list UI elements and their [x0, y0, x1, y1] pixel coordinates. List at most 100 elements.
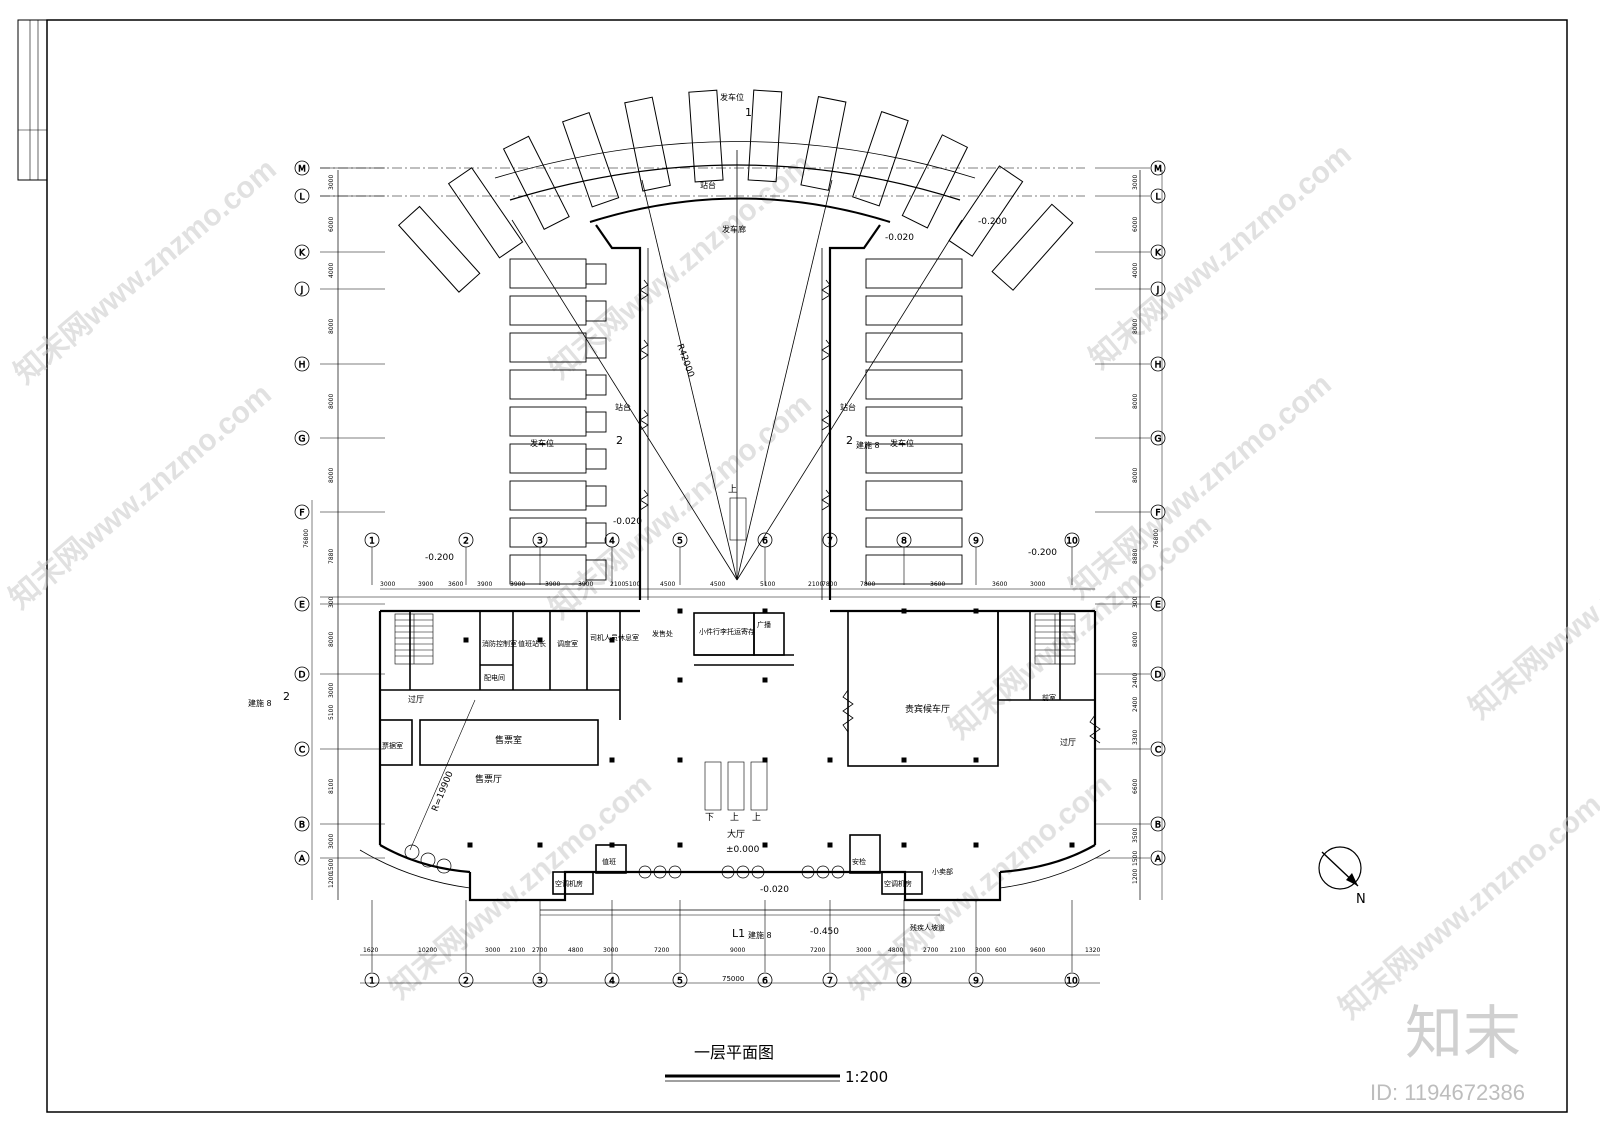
row-axis-bubble — [294, 850, 310, 866]
row-dimension: 1200 — [328, 873, 335, 888]
row-dimension: 8000 — [328, 319, 335, 334]
row-dimension: 300 — [328, 596, 335, 608]
column-marker — [537, 842, 543, 848]
bus-bays-left — [509, 258, 607, 585]
bottom-total-dimension: 75000 — [722, 975, 744, 983]
bus-bay-slot — [991, 203, 1074, 291]
bus-bay-slot — [800, 96, 847, 191]
watermark-text: 知末网www.znzmo.com — [943, 508, 1217, 746]
bus-bay-slot — [585, 263, 607, 285]
curved-platform-edge — [509, 164, 961, 201]
bus-bay-slot — [509, 258, 587, 289]
level-m20-front: -0.020 — [760, 885, 789, 895]
curved-inner-wall — [589, 197, 891, 223]
room-label-driver-rest: 司机人员休息室 — [590, 633, 639, 642]
room-label-hvac-right: 空调机房 — [884, 879, 912, 888]
column-axis-bubble — [458, 532, 474, 548]
bus-bay-slot — [585, 522, 607, 544]
curved-bus-bays — [398, 89, 1074, 293]
bus-bay-slot — [901, 134, 969, 229]
row-axis-label: A — [1155, 855, 1162, 865]
watermark-text: 知末网www.znzmo.com — [383, 768, 657, 1006]
row-axis-bubble — [1150, 356, 1166, 372]
stair-up-label-3: 上 — [752, 812, 761, 823]
column-dimension: 3000 — [856, 947, 871, 954]
bus-bay-slot — [585, 485, 607, 507]
row-dimension: 2400 — [1132, 697, 1139, 712]
column-dimension: 7800 — [822, 581, 837, 588]
row-axis-label: J — [1156, 286, 1160, 296]
entry-doors — [404, 844, 845, 879]
column-axis-label: 9 — [973, 977, 979, 987]
row-dimension: 6000 — [1132, 217, 1139, 232]
row-dimension: 8000 — [1132, 468, 1139, 483]
row-axis-label: G — [1155, 435, 1162, 445]
row-axis-label: L — [299, 193, 304, 203]
stairs-right — [1034, 613, 1076, 665]
bus-bay-slot — [585, 559, 607, 581]
column-axis-bubble — [1064, 532, 1080, 548]
column-dimension: 2700 — [532, 947, 547, 954]
row-axis-label: M — [298, 165, 306, 175]
column-dimension: 3000 — [380, 581, 395, 588]
column-axis-label: 1 — [369, 977, 375, 987]
room-label-bus-bay-right: 发车位 — [890, 438, 914, 448]
column-marker — [827, 842, 833, 848]
row-axis-label: D — [299, 671, 306, 681]
row-axis-bubble — [294, 504, 310, 520]
stair-up-label: 上 — [728, 484, 737, 495]
room-label-concourse: 大厅 — [727, 828, 745, 840]
row-axis-bubble — [294, 160, 310, 176]
row-dimension: 8000 — [328, 632, 335, 647]
column-axis-bubble — [364, 972, 380, 988]
column-dimension: 3000 — [975, 947, 990, 954]
bus-bay-slot — [561, 112, 620, 208]
row-axis-label: F — [1155, 509, 1160, 519]
column-dimension: 4500 — [710, 581, 725, 588]
row-axis-label: C — [299, 746, 305, 756]
column-axis-label: 9 — [973, 537, 979, 547]
bus-bay-slot — [502, 135, 570, 230]
row-axis-bubble — [294, 741, 310, 757]
row-dimension: 8000 — [1132, 394, 1139, 409]
row-dimension: 3000 — [328, 683, 335, 698]
room-label-hvac-left: 空调机房 — [555, 879, 583, 888]
column-axis-label: 6 — [762, 537, 768, 547]
column-dimension: 2100 — [610, 581, 625, 588]
room-label-station-master: 值班站长 — [518, 639, 546, 648]
column-marker — [901, 757, 907, 763]
column-axis-bubble — [822, 972, 838, 988]
row-dimension: 3300 — [1132, 730, 1139, 745]
column-axis-bubble — [757, 972, 773, 988]
row-dimension: 1500 — [328, 859, 335, 874]
column-marker — [677, 757, 683, 763]
platform-walls — [595, 224, 881, 600]
bus-bay-slot — [865, 258, 963, 289]
room-label-aisle: 发车廊 — [722, 224, 746, 234]
row-axis-label: K — [1155, 249, 1162, 259]
row-axis-label: E — [1155, 601, 1161, 611]
section-number-platform-right: 2 — [846, 434, 853, 447]
bus-bay-slot — [865, 369, 963, 400]
row-dimension: 1200 — [1132, 869, 1139, 884]
column-axis-label: 4 — [609, 977, 615, 987]
row-total-dimension: 76800 — [303, 529, 310, 548]
column-axis-bubble — [896, 972, 912, 988]
row-axis-label: C — [1155, 746, 1161, 756]
column-axis-bubble — [532, 972, 548, 988]
bus-bay-slot — [585, 374, 607, 396]
column-axis-label: 3 — [537, 977, 543, 987]
row-dimension: 8100 — [328, 779, 335, 794]
column-dimension: 3900 — [510, 581, 525, 588]
bus-bay-slot — [948, 165, 1024, 257]
room-label-platform-top: 站台 — [700, 180, 716, 190]
column-dimension: 9000 — [730, 947, 745, 954]
drawing-scale: 1:200 — [845, 1068, 888, 1086]
column-marker — [901, 608, 907, 614]
row-dimension: 6000 — [328, 217, 335, 232]
column-dimension: 2100 — [950, 947, 965, 954]
column-axis-bubble — [672, 532, 688, 548]
section-number-top: 1 — [745, 106, 752, 119]
radial-lines — [511, 150, 963, 581]
room-label-small-shop: 小卖部 — [932, 867, 953, 876]
